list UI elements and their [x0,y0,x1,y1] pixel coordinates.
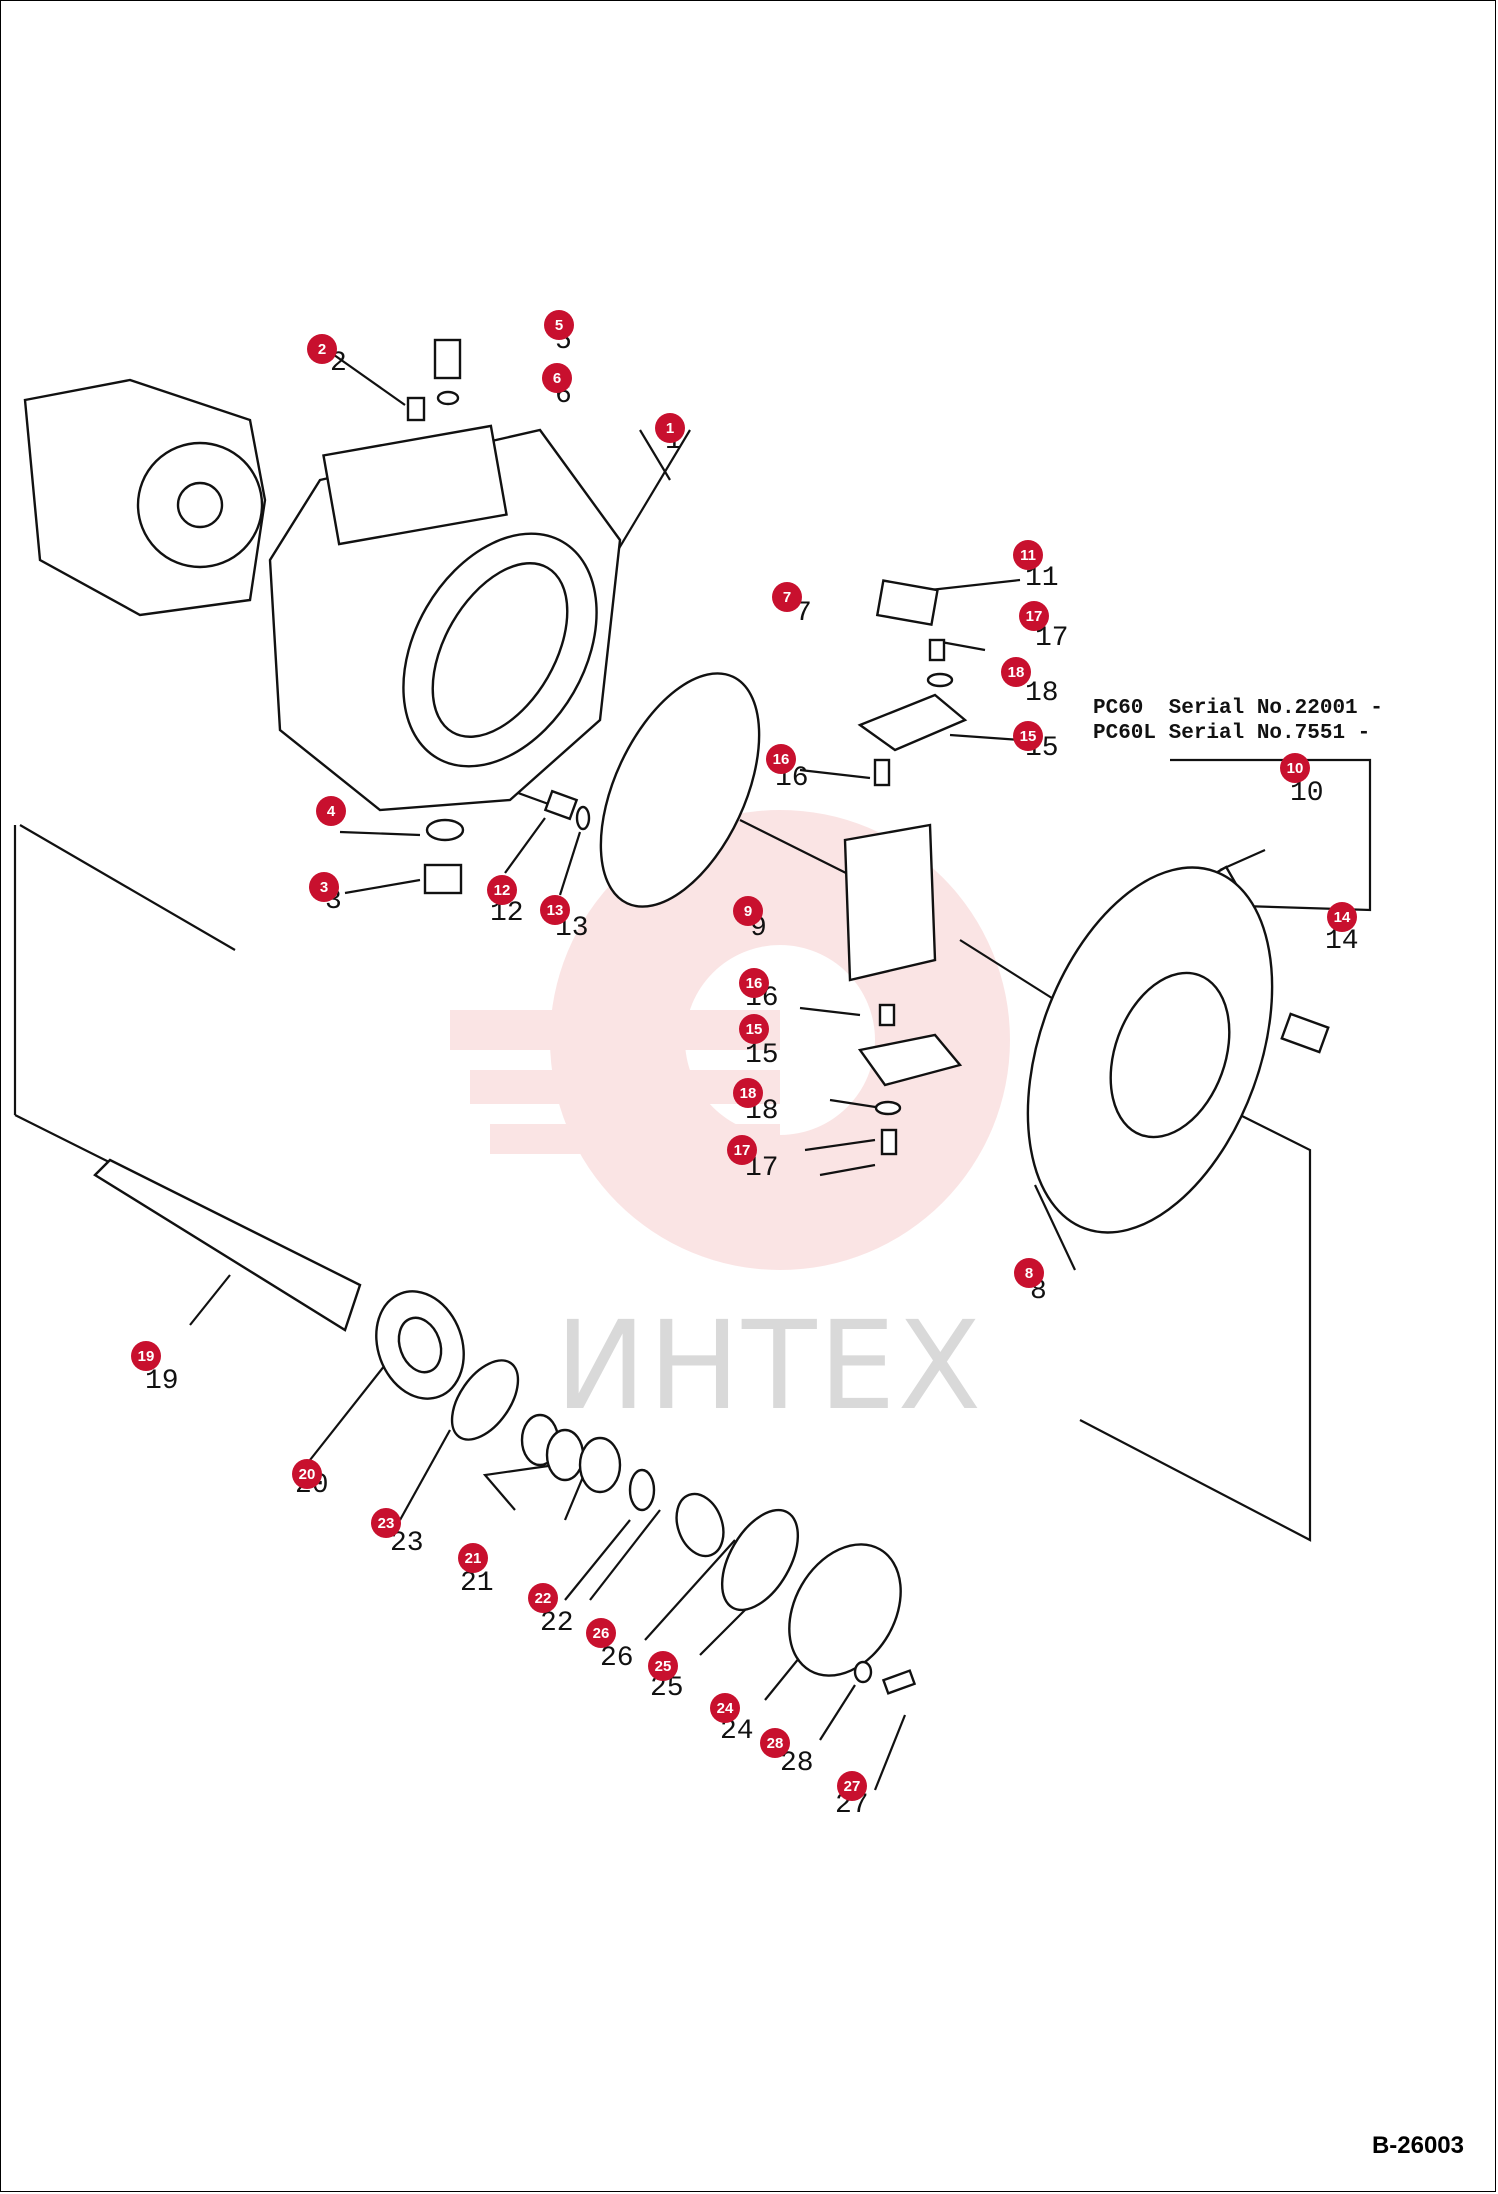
svg-text:11: 11 [1020,547,1036,564]
o-ring-7 [599,672,761,908]
svg-text:6: 6 [553,370,561,387]
svg-text:10: 10 [1290,778,1324,809]
callout-badge: 7 [772,582,802,612]
svg-text:13: 13 [547,902,564,919]
callout-badge: 12 [487,875,517,905]
watermark-text: ИНТЕХ [555,1295,984,1437]
shaft-assembly [93,1158,917,1695]
svg-text:12: 12 [494,882,511,899]
callout-badge: 11 [1013,540,1043,570]
callout-badge: 20 [292,1459,322,1489]
svg-text:23: 23 [378,1515,395,1532]
callout-badge: 15 [1013,721,1043,751]
svg-text:5: 5 [555,317,563,334]
svg-text:24: 24 [717,1700,734,1717]
pump-assembly [23,378,622,812]
callout-badge: 18 [733,1078,763,1108]
callout-badge: 1 [655,413,685,443]
callout-badge: 3 [309,872,339,902]
callout-badge: 21 [458,1543,488,1573]
svg-text:18: 18 [1025,678,1059,709]
callout-badge: 24 [710,1693,740,1723]
svg-text:14: 14 [1334,909,1351,926]
end-cover-8 [1026,866,1274,1234]
callout-badge: 5 [544,310,574,340]
callout-badge: 9 [733,896,763,926]
svg-text:26: 26 [600,1643,634,1674]
callout-badge: 4 [316,796,346,826]
callout-badge: 10 [1280,753,1310,783]
svg-text:25: 25 [655,1658,672,1675]
svg-text:17: 17 [1026,608,1043,625]
svg-text:2: 2 [318,341,326,358]
callout-badge: 22 [528,1583,558,1613]
callout-badge: 6 [542,363,572,393]
callout-badge: 17 [727,1135,757,1165]
svg-text:20: 20 [299,1466,316,1483]
svg-text:17: 17 [734,1142,751,1159]
svg-text:15: 15 [746,1021,763,1038]
svg-text:7: 7 [795,598,812,629]
svg-text:8: 8 [1025,1265,1033,1282]
callout-badge: 13 [540,895,570,925]
callout-badge: 16 [766,744,796,774]
svg-text:18: 18 [1008,664,1025,681]
svg-text:15: 15 [1020,728,1037,745]
svg-text:16: 16 [773,751,790,768]
svg-text:15: 15 [745,1040,779,1071]
svg-text:10: 10 [1287,760,1304,777]
callout-badge: 27 [837,1771,867,1801]
callout-badge: 17 [1019,601,1049,631]
svg-text:18: 18 [740,1085,757,1102]
callout-badge: 23 [371,1508,401,1538]
svg-text:16: 16 [746,975,763,992]
callout-badge: 16 [739,968,769,998]
svg-text:28: 28 [767,1735,784,1752]
svg-text:19: 19 [138,1348,155,1365]
serial-caption-pc60l: PC60L Serial No.7551 - [1093,722,1371,745]
svg-text:3: 3 [320,879,328,896]
diagram-code: B-26003 [1371,2132,1464,2159]
callout-badge: 25 [648,1651,678,1681]
svg-text:21: 21 [465,1550,482,1567]
callout-badge: 2 [307,334,337,364]
small-parts [406,338,1330,1156]
svg-text:7: 7 [783,589,791,606]
svg-text:27: 27 [844,1778,861,1795]
svg-text:4: 4 [327,803,336,820]
callout-badge: 19 [131,1341,161,1371]
svg-text:1: 1 [666,420,674,437]
callout-badges: 1 2 3 4 5 6 7 8 9 10 11 12 13 14 15 16 1… [131,310,1357,1801]
callout-badge: 26 [586,1618,616,1648]
svg-text:22: 22 [540,1608,574,1639]
svg-text:19: 19 [145,1366,179,1397]
callout-badge: 14 [1327,902,1357,932]
leader-lines [13,344,1372,1791]
svg-text:21: 21 [460,1568,494,1599]
svg-text:9: 9 [744,903,752,920]
callout-badge: 28 [760,1728,790,1758]
callout-badge: 8 [1014,1258,1044,1288]
svg-text:26: 26 [593,1625,610,1642]
callout-badge: 18 [1001,657,1031,687]
callout-badge: 15 [739,1014,769,1044]
svg-text:22: 22 [535,1590,552,1607]
serial-caption-pc60: PC60 Serial No.22001 - [1093,697,1383,720]
